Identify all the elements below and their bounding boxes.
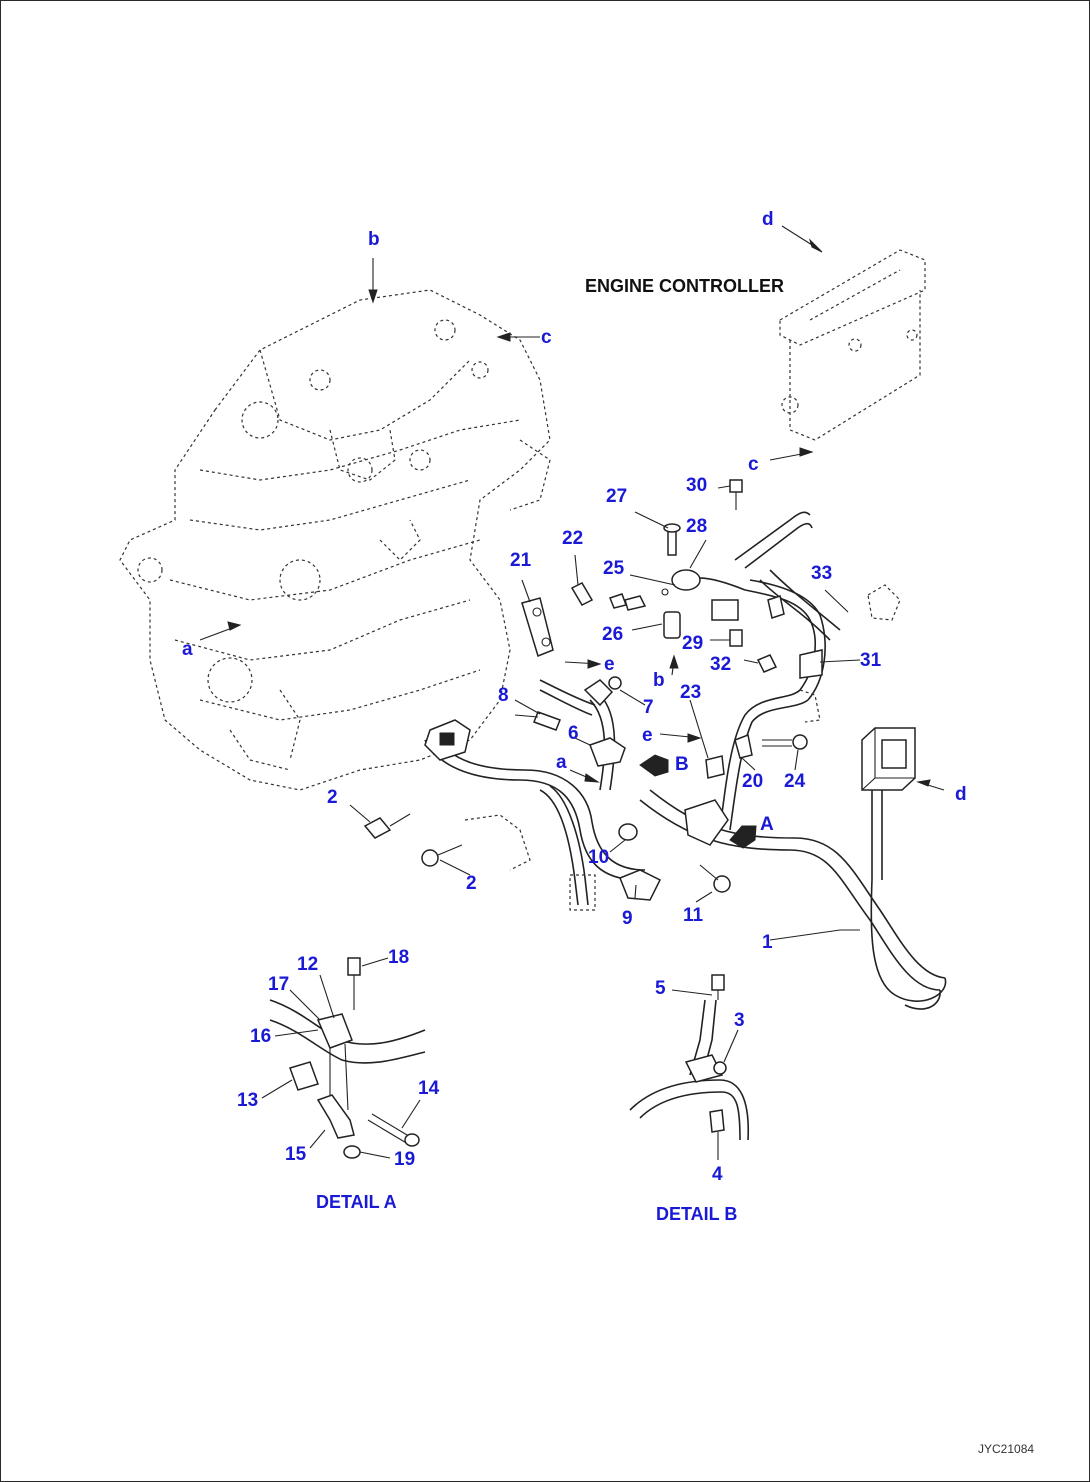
ref-letter-d: d xyxy=(762,209,774,230)
detail-a-label: DETAIL A xyxy=(316,1192,397,1212)
callout-12: 12 xyxy=(297,954,318,975)
ref-letter-c-2: c xyxy=(748,454,759,475)
callout-31: 31 xyxy=(860,650,882,671)
callout-27: 27 xyxy=(606,486,627,507)
callout-18: 18 xyxy=(388,947,409,968)
callout-19: 19 xyxy=(394,1149,415,1170)
ref-letter-b-2: b xyxy=(653,670,665,691)
callout-23: 23 xyxy=(680,682,701,703)
engine-controller-label: ENGINE CONTROLLER xyxy=(585,276,784,296)
callout-6: 6 xyxy=(568,723,579,744)
harness-parts xyxy=(363,479,916,911)
view-arrow-b xyxy=(639,754,669,777)
callout-7: 7 xyxy=(643,697,654,718)
ref-letter-a-2: a xyxy=(556,752,567,773)
ref-letter-a: a xyxy=(182,639,193,660)
callout-8: 8 xyxy=(498,685,509,706)
callout-29: 29 xyxy=(682,633,703,654)
engine-illustration xyxy=(119,289,551,791)
callout-14: 14 xyxy=(418,1078,440,1099)
ref-letter-b: b xyxy=(368,229,380,250)
detail-b-label: DETAIL B xyxy=(656,1204,737,1224)
callout-24: 24 xyxy=(784,771,806,792)
callout-33: 33 xyxy=(811,563,832,584)
callout-2: 2 xyxy=(327,787,338,808)
callout-28: 28 xyxy=(686,516,707,537)
callout-15: 15 xyxy=(285,1144,307,1165)
callout-5: 5 xyxy=(655,978,666,999)
ref-letter-d-2: d xyxy=(955,784,967,805)
callout-21: 21 xyxy=(510,550,532,571)
callout-32: 32 xyxy=(710,654,731,675)
callout-17: 17 xyxy=(268,974,289,995)
callout-3: 3 xyxy=(734,1010,745,1031)
callout-20: 20 xyxy=(742,771,763,792)
callout-25: 25 xyxy=(603,558,625,579)
callout-10: 10 xyxy=(588,847,609,868)
callout-9: 9 xyxy=(622,908,633,929)
callout-4: 4 xyxy=(712,1164,723,1185)
view-letter-A: A xyxy=(760,814,774,835)
view-letter-B: B xyxy=(675,754,689,775)
view-arrow-a xyxy=(729,825,757,849)
ref-letter-c: c xyxy=(541,327,552,348)
drawing-code: JYC21084 xyxy=(978,1442,1034,1456)
callout-22: 22 xyxy=(562,528,583,549)
callout-1: 1 xyxy=(762,932,773,953)
leader-lines xyxy=(199,225,945,1160)
ref-letter-e: e xyxy=(604,654,615,675)
callout-26: 26 xyxy=(602,624,623,645)
callout-13: 13 xyxy=(237,1090,258,1111)
callout-30: 30 xyxy=(686,475,707,496)
callout-2-b: 2 xyxy=(466,873,477,894)
detail-a-illustration xyxy=(269,957,426,1159)
ref-letter-e-2: e xyxy=(642,725,653,746)
detail-b-illustration xyxy=(629,974,750,1141)
callout-16: 16 xyxy=(250,1026,271,1047)
engine-controller-illustration xyxy=(779,249,926,441)
callout-11: 11 xyxy=(683,905,704,926)
